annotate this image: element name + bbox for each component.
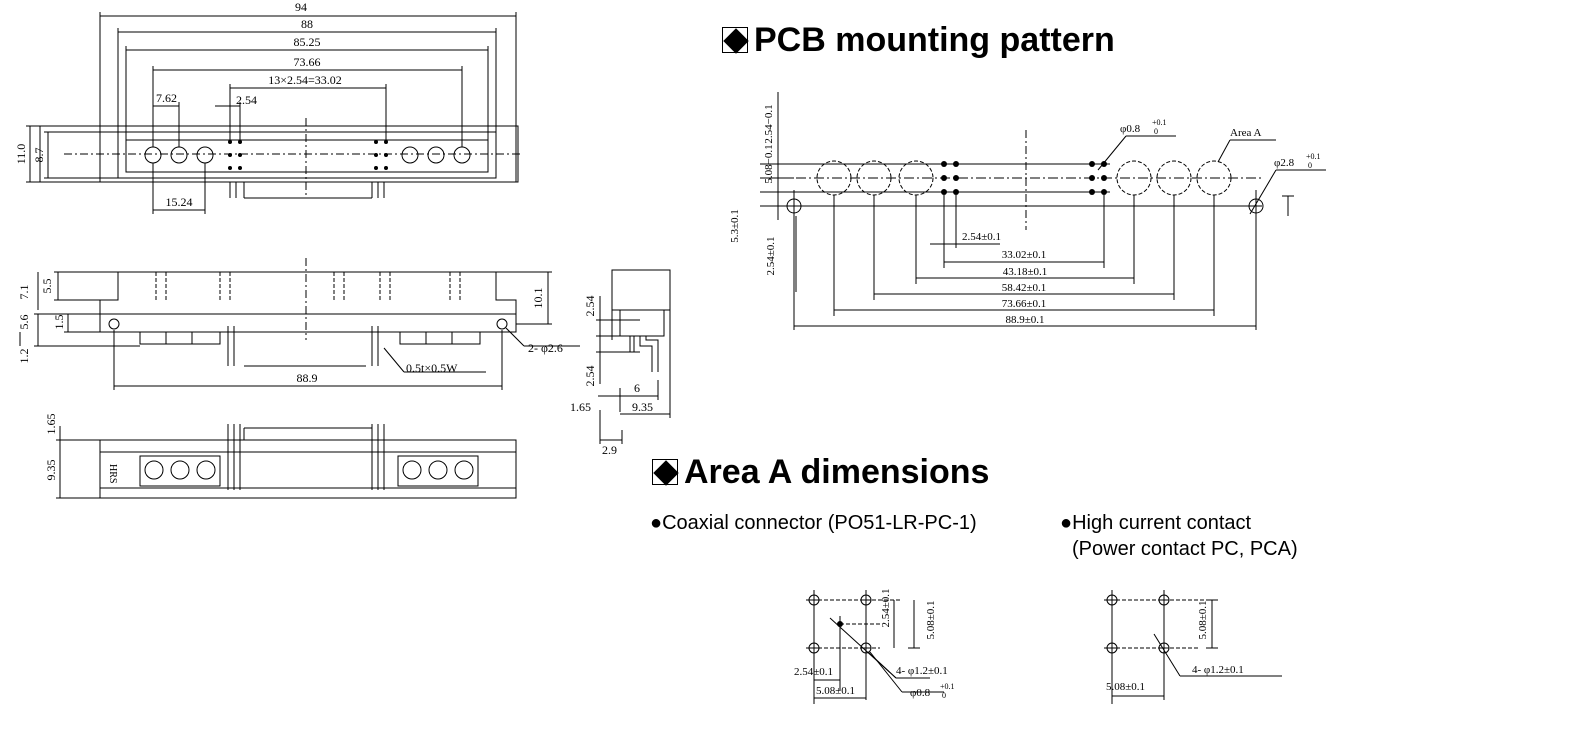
diamond-icon <box>652 459 678 485</box>
dim-88: 88 <box>301 17 313 31</box>
dim-9-35: 9.35 <box>44 460 58 481</box>
pin-callout: 0.5t×0.5W <box>406 361 458 375</box>
hole-callout: 2- φ2.6 <box>528 341 563 355</box>
pcb-dim-73-66: 73.66±0.1 <box>1002 298 1047 310</box>
pcb-phi-2-8: φ2.8 <box>1274 157 1295 169</box>
pcb-pattern: 2.54±0.1 33.02±0.1 43.18±0.1 58.42±0.1 7… <box>729 92 1326 330</box>
coax-holes-left <box>144 146 214 164</box>
coax-hole-callout: 4- φ1.2±0.1 <box>896 665 948 677</box>
hc-hole-callout: 4- φ1.2±0.1 <box>1192 664 1244 676</box>
dim-1-5: 1.5 <box>52 315 66 330</box>
pcb-mounting-pattern-heading: PCB mounting pattern <box>722 22 1115 58</box>
coax-holes-right <box>401 146 471 164</box>
coax-dim-2-54-h: 2.54±0.1 <box>794 666 833 678</box>
high-current-note-sub: (Power contact PC, PCA) <box>1072 538 1298 560</box>
dim-1-65: 1.65 <box>570 400 591 414</box>
coax-phi-0-8-tol: +0.1 <box>940 682 955 691</box>
cavity-outline <box>125 139 489 173</box>
dim-6: 6 <box>634 381 640 395</box>
dim-85-25: 85.25 <box>294 35 321 49</box>
dim-94: 94 <box>295 0 307 14</box>
dim-73-66: 73.66 <box>294 55 321 69</box>
pcb-phi-2-8-tol: +0.1 <box>1306 152 1321 161</box>
hrs-mark: HRS <box>107 464 118 483</box>
hc-dim-5-08-v: 5.08±0.1 <box>1197 600 1209 639</box>
bottom-cavities-right <box>397 455 479 487</box>
inner-outline <box>117 131 497 179</box>
pcb-dim-5-08-v: 5.08−0.1 <box>763 144 775 183</box>
end-view: 2.54 2.54 6 1.65 9.35 2.9 <box>570 269 671 457</box>
dim-2-9: 2.9 <box>602 443 617 457</box>
pcb-dim-43-18: 43.18±0.1 <box>1003 266 1048 278</box>
dim-2-54-upper: 2.54 <box>583 296 597 317</box>
pcb-phi-2-8-tol0: 0 <box>1308 161 1312 170</box>
area-a-title: Area A dimensions <box>684 453 990 491</box>
dim-13x2-54: 13×2.54=33.02 <box>268 73 342 87</box>
dim-2-54: 2.54 <box>236 93 257 107</box>
coax-area-a: 2.54±0.1 5.08±0.1 2.54±0.1 5.08±0.1 4- φ… <box>794 588 955 704</box>
pcb-dim-2-54: 2.54±0.1 <box>962 231 1001 243</box>
dim-7-1: 7.1 <box>17 285 31 300</box>
signal-pads <box>941 161 1107 195</box>
dim-88-9: 88.9 <box>297 371 318 385</box>
area-a-label: Area A <box>1230 127 1262 139</box>
hc-area-a: 5.08±0.1 5.08±0.1 4- φ1.2±0.1 <box>1104 590 1282 704</box>
coax-dim-5-08-v: 5.08±0.1 <box>925 600 937 639</box>
pcb-dim-58-42: 58.42±0.1 <box>1002 282 1047 294</box>
pcb-dim-2-54b: 2.54±0.1 <box>765 236 777 275</box>
pcb-dim-88-9: 88.9±0.1 <box>1005 314 1044 326</box>
hc-dim-5-08-h: 5.08±0.1 <box>1106 681 1145 693</box>
area-a-heading: Area A dimensions <box>652 454 989 490</box>
signal-pins <box>228 140 388 170</box>
coax-dim-5-08-h: 5.08±0.1 <box>816 685 855 697</box>
dim-1-65: 1.65 <box>44 414 58 435</box>
dim-10-1: 10.1 <box>531 288 545 309</box>
side-view: 88.9 2- φ2.6 0.5t×0.5W 10.1 5.5 7.1 5.6 … <box>17 258 580 390</box>
bottom-view: 1.65 9.35 HRS <box>44 414 517 499</box>
dim-8-7: 8.7 <box>32 148 46 163</box>
dim-11-0: 11.0 <box>14 144 28 165</box>
bottom-cavities-left <box>139 455 221 487</box>
diamond-icon <box>722 27 748 53</box>
coax-phi-0-8-tol0: 0 <box>942 691 946 700</box>
coax-phi-0-8: φ0.8 <box>910 687 931 699</box>
dim-9-35: 9.35 <box>632 400 653 414</box>
dim-5-6: 5.6 <box>17 315 31 330</box>
dim-1-2: 1.2 <box>17 349 31 364</box>
dim-15-24: 15.24 <box>166 195 193 209</box>
coaxial-connector-note: ●Coaxial connector (PO51-LR-PC-1) <box>650 512 977 534</box>
pcb-phi-0-8-tol0: 0 <box>1154 127 1158 136</box>
pcb-phi-0-8: φ0.8 <box>1120 123 1141 135</box>
pcb-dim-2-54-v: 2.54−0.1 <box>763 104 775 143</box>
high-current-note: ●High current contact <box>1060 512 1252 534</box>
pcb-dim-5-3: 5.3±0.1 <box>729 209 741 243</box>
dim-5-5: 5.5 <box>40 279 54 294</box>
dim-2-54-lower: 2.54 <box>583 366 597 387</box>
coax-dim-2-54-v: 2.54±0.1 <box>880 588 892 627</box>
dim-7-62: 7.62 <box>156 91 177 105</box>
pcb-mounting-pattern-title: PCB mounting pattern <box>754 21 1115 59</box>
pcb-dim-33-02: 33.02±0.1 <box>1002 249 1047 261</box>
top-view: 94 88 85.25 73.66 13×2.54=33.02 7.62 2.5… <box>14 0 520 214</box>
pcb-phi-0-8-tol: +0.1 <box>1152 118 1167 127</box>
